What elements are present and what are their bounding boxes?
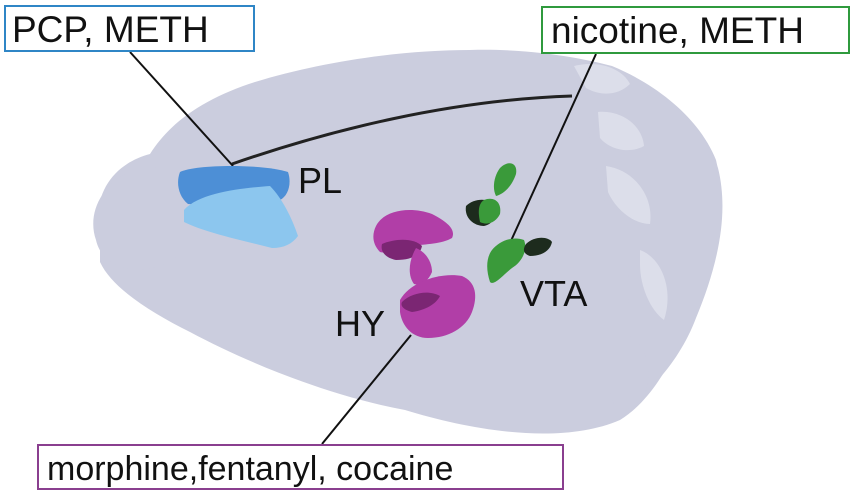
pl-callout-box: PCP, METH [4, 5, 255, 52]
olfactory-bulb [93, 167, 196, 270]
hy-label: HY [335, 303, 386, 344]
vta-region [465, 163, 552, 283]
hy-leader-line [321, 334, 412, 445]
brainstem [606, 330, 649, 409]
pl-region [178, 166, 298, 248]
dorsal-fissure [231, 94, 573, 166]
cerebellum-fold [606, 166, 651, 224]
vta-callout-box: nicotine, METH [541, 6, 850, 54]
pl-leader-line [129, 51, 234, 167]
vta-leader-line [509, 53, 597, 244]
cerebellum-fold [598, 111, 644, 151]
vta-label: VTA [520, 273, 588, 314]
hy-region [373, 210, 476, 338]
cerebellum-fold [640, 250, 668, 320]
cerebellum [586, 72, 723, 396]
pl-label: PL [298, 160, 343, 201]
hy-callout-box: morphine,fentanyl, cocaine [37, 444, 564, 490]
